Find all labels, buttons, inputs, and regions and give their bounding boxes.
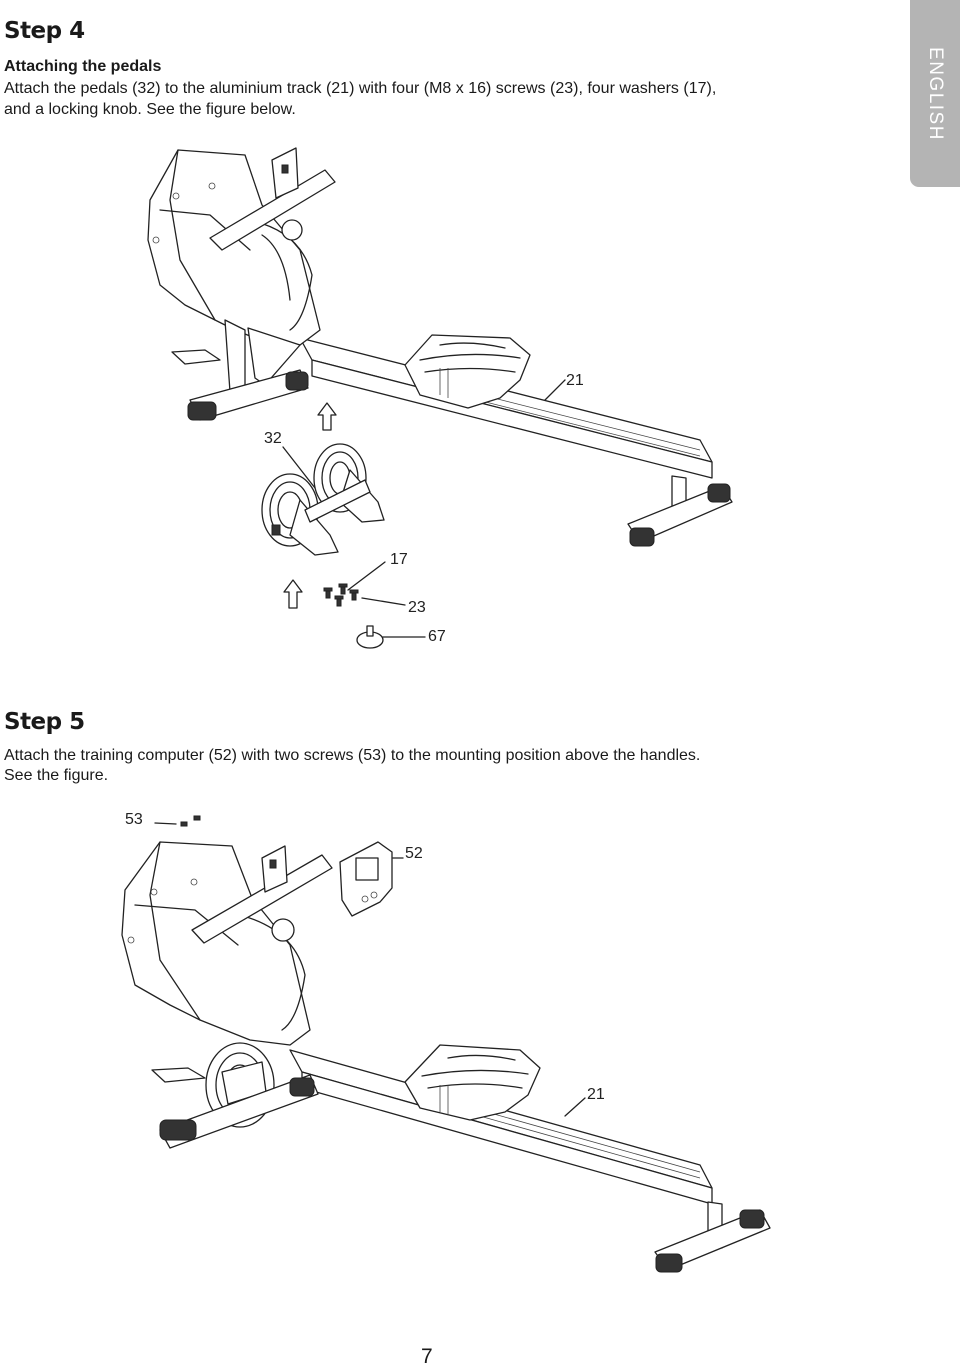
callout-52-computer: 52: [405, 845, 423, 862]
step5-rowing-machine-figure: [121, 815, 771, 1273]
language-tab-label: ENGLISH: [925, 46, 946, 141]
language-tab: ENGLISH: [910, 0, 960, 187]
step5-instruction-line1: Attach the training computer (52) with t…: [4, 747, 701, 764]
step4-title: Step 4: [4, 18, 85, 44]
step4-instruction-line2: and a locking knob. See the figure below…: [4, 101, 296, 118]
page-number: 7: [421, 1345, 433, 1368]
callout-32-pedals: 32: [264, 430, 282, 447]
step4-rowing-machine-figure: [147, 147, 733, 649]
callout-21-track: 21: [566, 372, 584, 389]
callout-23-screws: 23: [408, 599, 426, 616]
step4-subtitle: Attaching the pedals: [4, 58, 162, 75]
callout-53-screws: 53: [125, 811, 143, 828]
callout-17-washers: 17: [390, 551, 408, 568]
callout-21-track: 21: [587, 1086, 605, 1103]
callout-67-knob: 67: [428, 628, 446, 645]
step4-instruction-line1: Attach the pedals (32) to the aluminium …: [4, 80, 717, 97]
step5-title: Step 5: [4, 709, 85, 735]
step5-instruction-line2: See the figure.: [4, 767, 109, 784]
